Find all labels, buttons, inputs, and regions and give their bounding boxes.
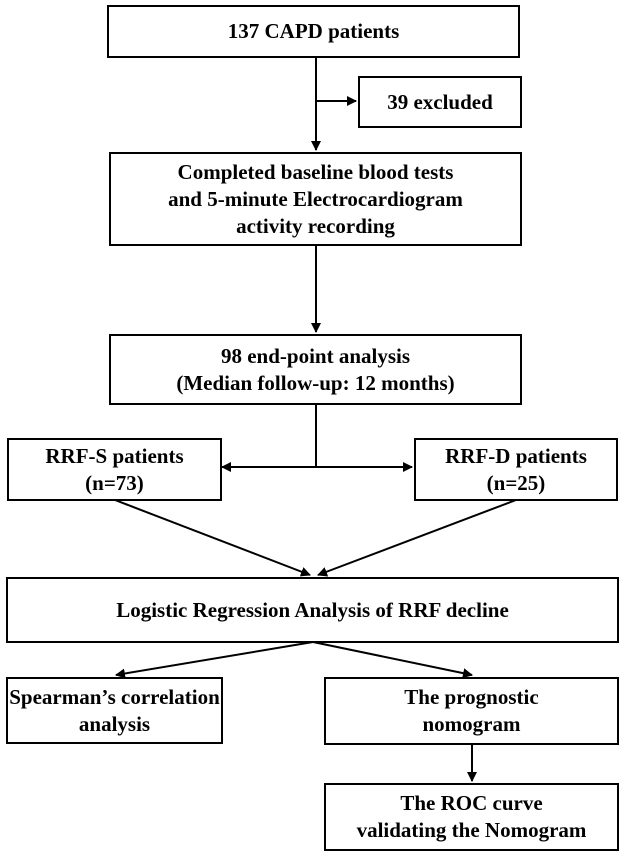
arrow-logistic-to-nomogram [312, 641, 473, 679]
nomogram-box: The prognostic nomogram [324, 677, 619, 745]
enrolled-box: 137 CAPD patients [107, 5, 520, 58]
baseline-box: Completed baseline blood tests and 5-min… [109, 152, 522, 246]
rrf-s-line-2: (n=73) [85, 470, 144, 495]
spearman-line-1: Spearman’s correlation [9, 684, 220, 709]
baseline-line-3: activity recording [236, 213, 395, 238]
baseline-line-1: Completed baseline blood tests [177, 159, 454, 184]
logistic-line-1: Logistic Regression Analysis of RRF decl… [116, 597, 509, 622]
endpoint-box: 98 end-point analysis (Median follow-up:… [109, 334, 522, 405]
roc-box: The ROC curve validating the Nomogram [324, 783, 619, 851]
spearman-box: Spearman’s correlation analysis [6, 677, 223, 744]
nomogram-line-2: nomogram [422, 712, 521, 736]
arrow-rrf-d-to-logistic [317, 499, 517, 577]
nomogram-line-1: The prognostic [404, 685, 539, 709]
rrf-s-line-1: RRF-S patients [45, 443, 184, 468]
excluded-line-1: 39 excluded [387, 89, 493, 114]
logistic-box: Logistic Regression Analysis of RRF decl… [6, 577, 619, 643]
arrow-logistic-to-spearman [115, 641, 314, 679]
enrolled-line-1: 137 CAPD patients [227, 19, 400, 43]
spearman-line-2: analysis [78, 711, 151, 736]
excluded-box: 39 excluded [358, 76, 522, 128]
roc-line-1: The ROC curve [400, 791, 543, 815]
roc-line-2: validating the Nomogram [356, 818, 587, 842]
endpoint-line-1: 98 end-point analysis [220, 343, 411, 368]
rrf-d-box: RRF-D patients (n=25) [414, 438, 618, 501]
endpoint-line-2: (Median follow-up: 12 months) [176, 370, 455, 395]
rrf-d-line-2: (n=25) [486, 470, 546, 495]
baseline-line-2: and 5-minute Electrocardiogram [168, 186, 463, 211]
arrow-rrf-s-to-logistic [114, 499, 311, 577]
rrf-s-box: RRF-S patients (n=73) [7, 438, 222, 501]
rrf-d-line-1: RRF-D patients [445, 443, 587, 468]
